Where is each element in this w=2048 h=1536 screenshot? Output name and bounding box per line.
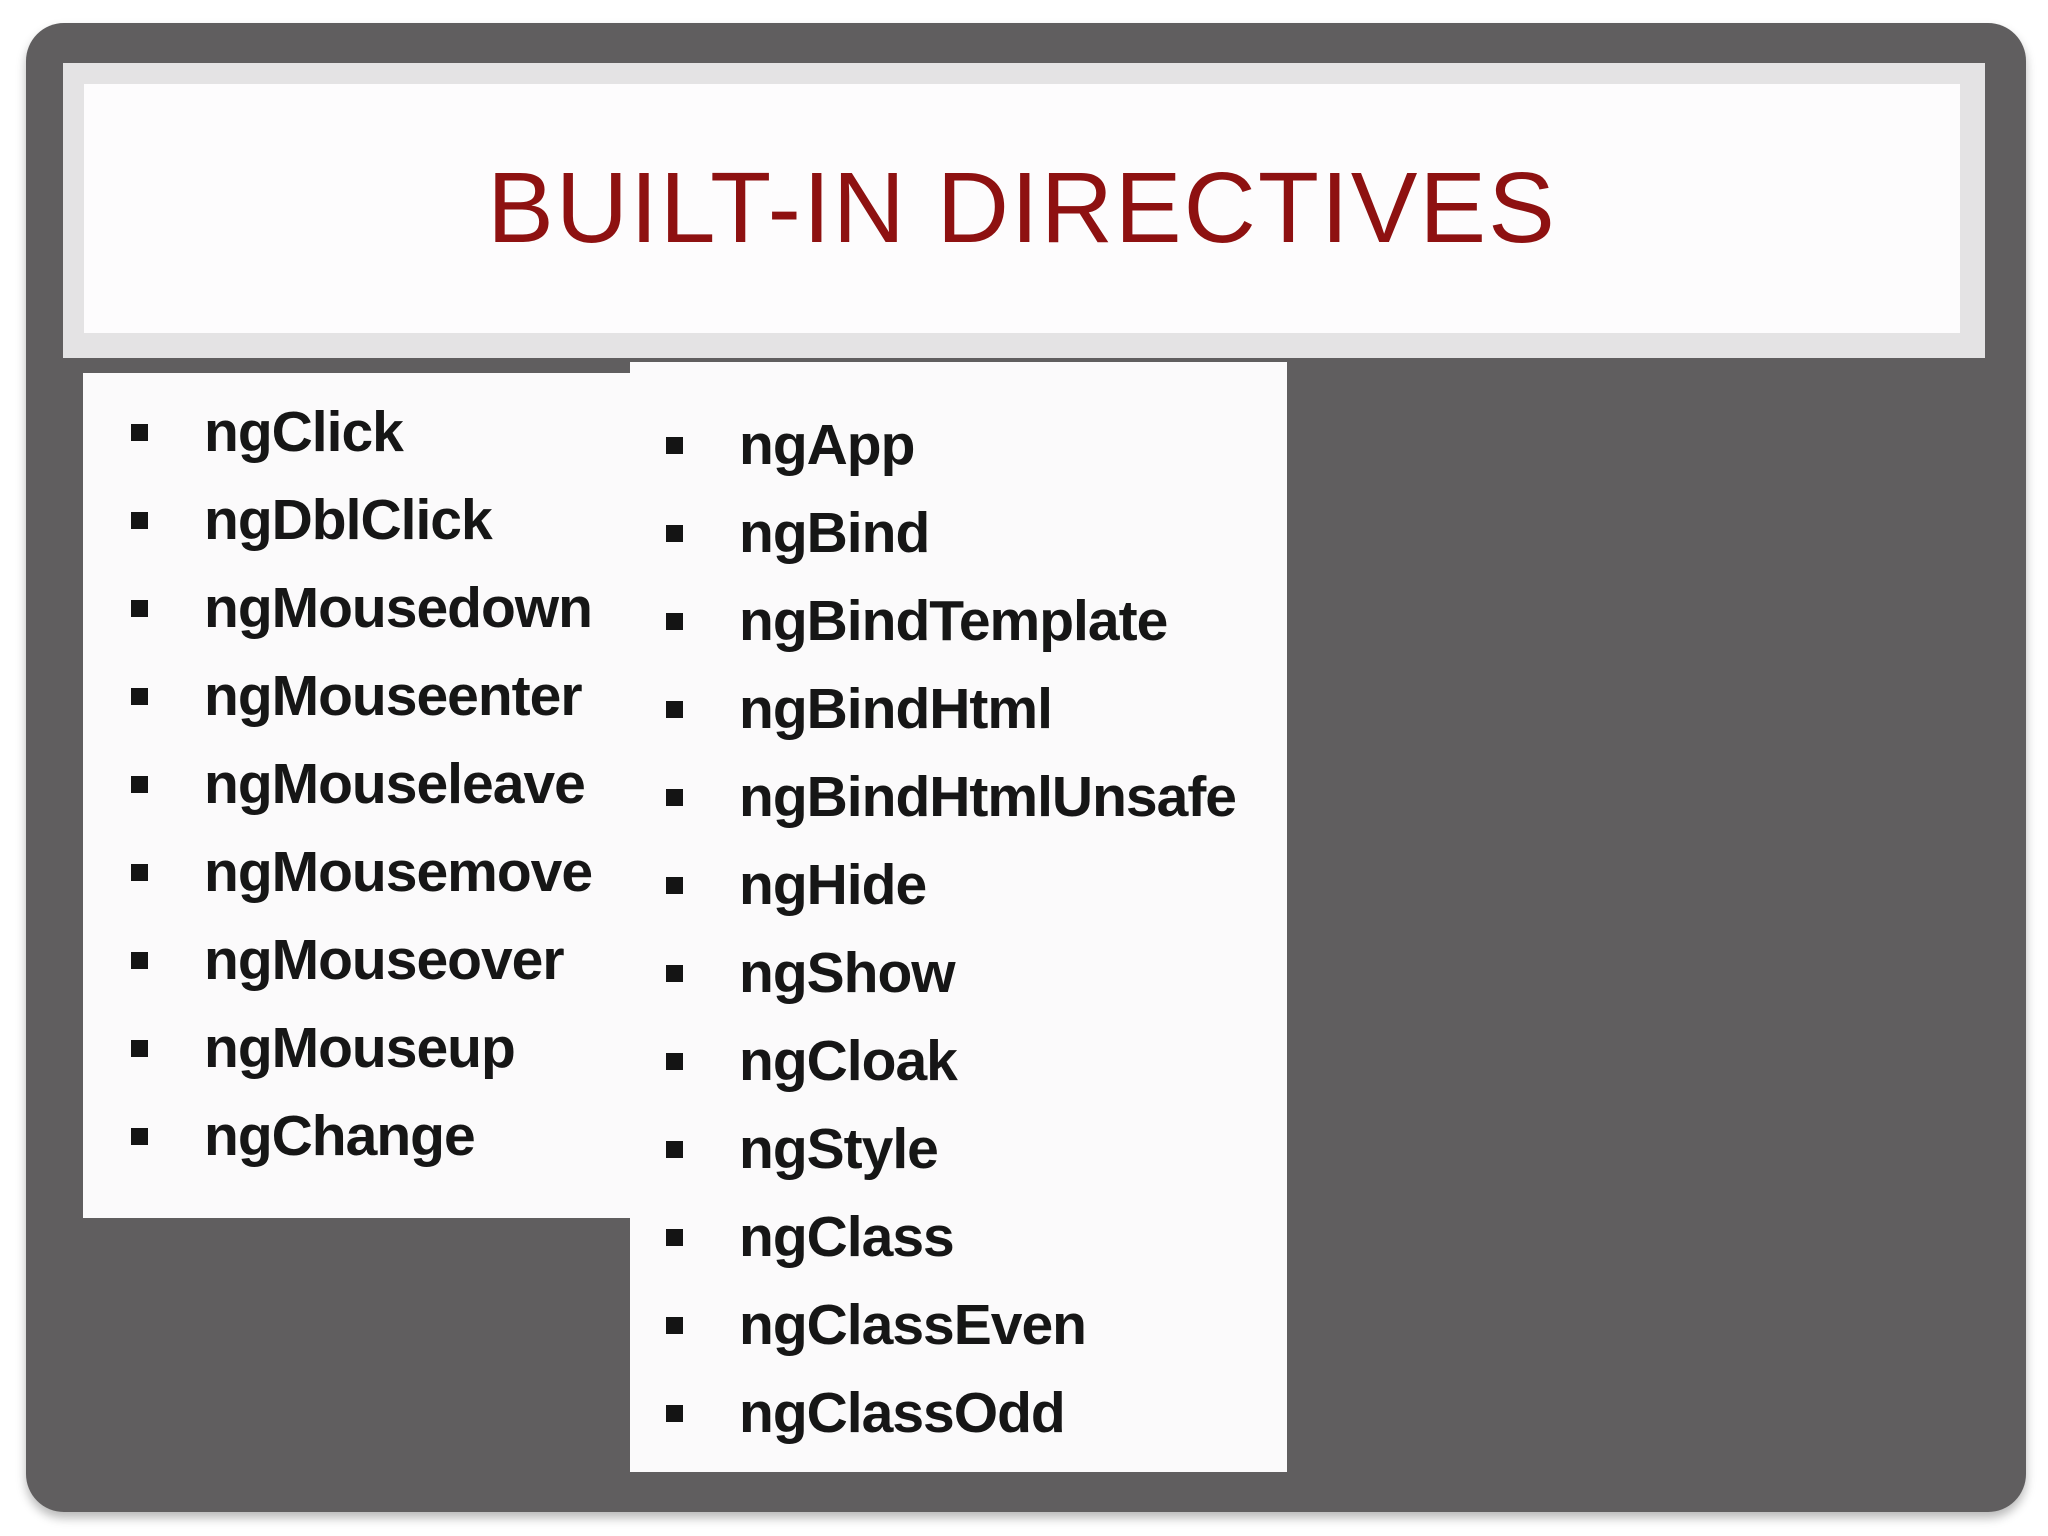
list-item: ngBind: [630, 489, 1287, 577]
list-item-label: ngMouseleave: [204, 752, 586, 816]
square-bullet-icon: [666, 1140, 683, 1158]
list-item-label: ngDblClick: [204, 488, 493, 552]
title-box: BUILT-IN DIRECTIVES: [84, 84, 1960, 333]
list-item-label: ngClassOdd: [739, 1381, 1066, 1445]
list-item-label: ngMouseenter: [204, 664, 583, 728]
list-item: ngMouseenter: [83, 652, 630, 740]
list-item-label: ngBindHtmlUnsafe: [739, 765, 1237, 829]
list-item: ngDblClick: [83, 476, 630, 564]
square-bullet-icon: [666, 1228, 683, 1246]
list-item-label: ngApp: [739, 413, 915, 477]
list-item-label: ngBind: [739, 501, 930, 565]
square-bullet-icon: [666, 964, 683, 982]
directives-list-left: ngClick ngDblClick ngMousedown ngMouseen…: [83, 388, 630, 1180]
square-bullet-icon: [131, 599, 148, 617]
list-item: ngBindTemplate: [630, 577, 1287, 665]
list-item: ngClassOdd: [630, 1369, 1287, 1457]
list-item: ngMousemove: [83, 828, 630, 916]
square-bullet-icon: [666, 1316, 683, 1334]
list-item-label: ngBindHtml: [739, 677, 1053, 741]
square-bullet-icon: [666, 1052, 683, 1070]
directives-list-right: ngApp ngBind ngBindTemplate ngBindHtml n…: [630, 401, 1287, 1457]
square-bullet-icon: [131, 687, 148, 705]
slide-canvas: BUILT-IN DIRECTIVES ngClick ngDblClick n…: [26, 23, 2026, 1512]
slide-title: BUILT-IN DIRECTIVES: [487, 152, 1557, 264]
list-item: ngShow: [630, 929, 1287, 1017]
list-item: ngClass: [630, 1193, 1287, 1281]
list-item-label: ngStyle: [739, 1117, 939, 1181]
list-item-label: ngHide: [739, 853, 927, 917]
list-item: ngBindHtml: [630, 665, 1287, 753]
list-item-label: ngMouseup: [204, 1016, 516, 1080]
list-item-label: ngClick: [204, 400, 404, 464]
square-bullet-icon: [131, 775, 148, 793]
square-bullet-icon: [666, 700, 683, 718]
list-item-label: ngChange: [204, 1104, 476, 1168]
list-item-label: ngClassEven: [739, 1293, 1087, 1357]
square-bullet-icon: [666, 612, 683, 630]
list-item: ngChange: [83, 1092, 630, 1180]
list-item: ngMouseover: [83, 916, 630, 1004]
list-item: ngBindHtmlUnsafe: [630, 753, 1287, 841]
square-bullet-icon: [131, 511, 148, 529]
directives-panel-left: ngClick ngDblClick ngMousedown ngMouseen…: [83, 373, 630, 1218]
list-item: ngMousedown: [83, 564, 630, 652]
square-bullet-icon: [666, 1404, 683, 1422]
list-item: ngClassEven: [630, 1281, 1287, 1369]
square-bullet-icon: [666, 876, 683, 894]
list-item-label: ngBindTemplate: [739, 589, 1168, 653]
directives-panel-right: ngApp ngBind ngBindTemplate ngBindHtml n…: [630, 362, 1287, 1472]
list-item: ngCloak: [630, 1017, 1287, 1105]
list-item: ngClick: [83, 388, 630, 476]
square-bullet-icon: [131, 1127, 148, 1145]
square-bullet-icon: [131, 423, 148, 441]
list-item: ngStyle: [630, 1105, 1287, 1193]
list-item-label: ngShow: [739, 941, 956, 1005]
title-frame: BUILT-IN DIRECTIVES: [63, 63, 1985, 358]
list-item-label: ngMousemove: [204, 840, 593, 904]
list-item-label: ngMousedown: [204, 576, 593, 640]
square-bullet-icon: [131, 1039, 148, 1057]
list-item: ngMouseup: [83, 1004, 630, 1092]
list-item-label: ngMouseover: [204, 928, 565, 992]
square-bullet-icon: [666, 788, 683, 806]
list-item: ngApp: [630, 401, 1287, 489]
square-bullet-icon: [666, 524, 683, 542]
list-item: ngHide: [630, 841, 1287, 929]
list-item-label: ngClass: [739, 1205, 955, 1269]
list-item-label: ngCloak: [739, 1029, 958, 1093]
square-bullet-icon: [131, 863, 148, 881]
list-item: ngMouseleave: [83, 740, 630, 828]
square-bullet-icon: [666, 436, 683, 454]
square-bullet-icon: [131, 951, 148, 969]
